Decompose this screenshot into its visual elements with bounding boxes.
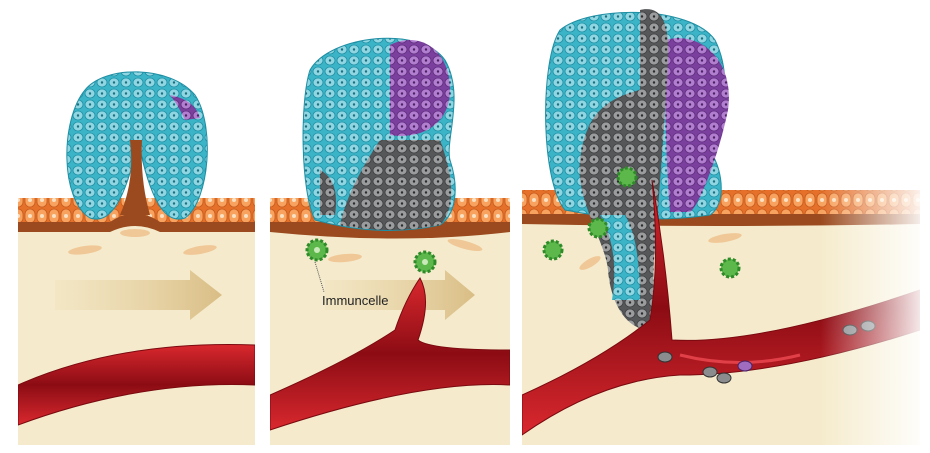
fibroblast <box>120 229 150 237</box>
mutant-cells <box>170 95 200 120</box>
invasion-arrow <box>55 270 222 320</box>
immune-cell <box>305 238 329 262</box>
blood-vessel <box>18 344 255 426</box>
immune-cell <box>413 250 437 274</box>
panel-3-metastasis <box>522 0 920 445</box>
label-leader-line <box>314 261 325 293</box>
blood-vessel-sprout <box>270 277 510 431</box>
basement-membrane <box>18 213 255 232</box>
panel-1-early-tumor <box>18 71 255 445</box>
immune-cell-label: Immuncelle <box>322 293 389 308</box>
panel-2-angiogenesis <box>270 37 510 445</box>
